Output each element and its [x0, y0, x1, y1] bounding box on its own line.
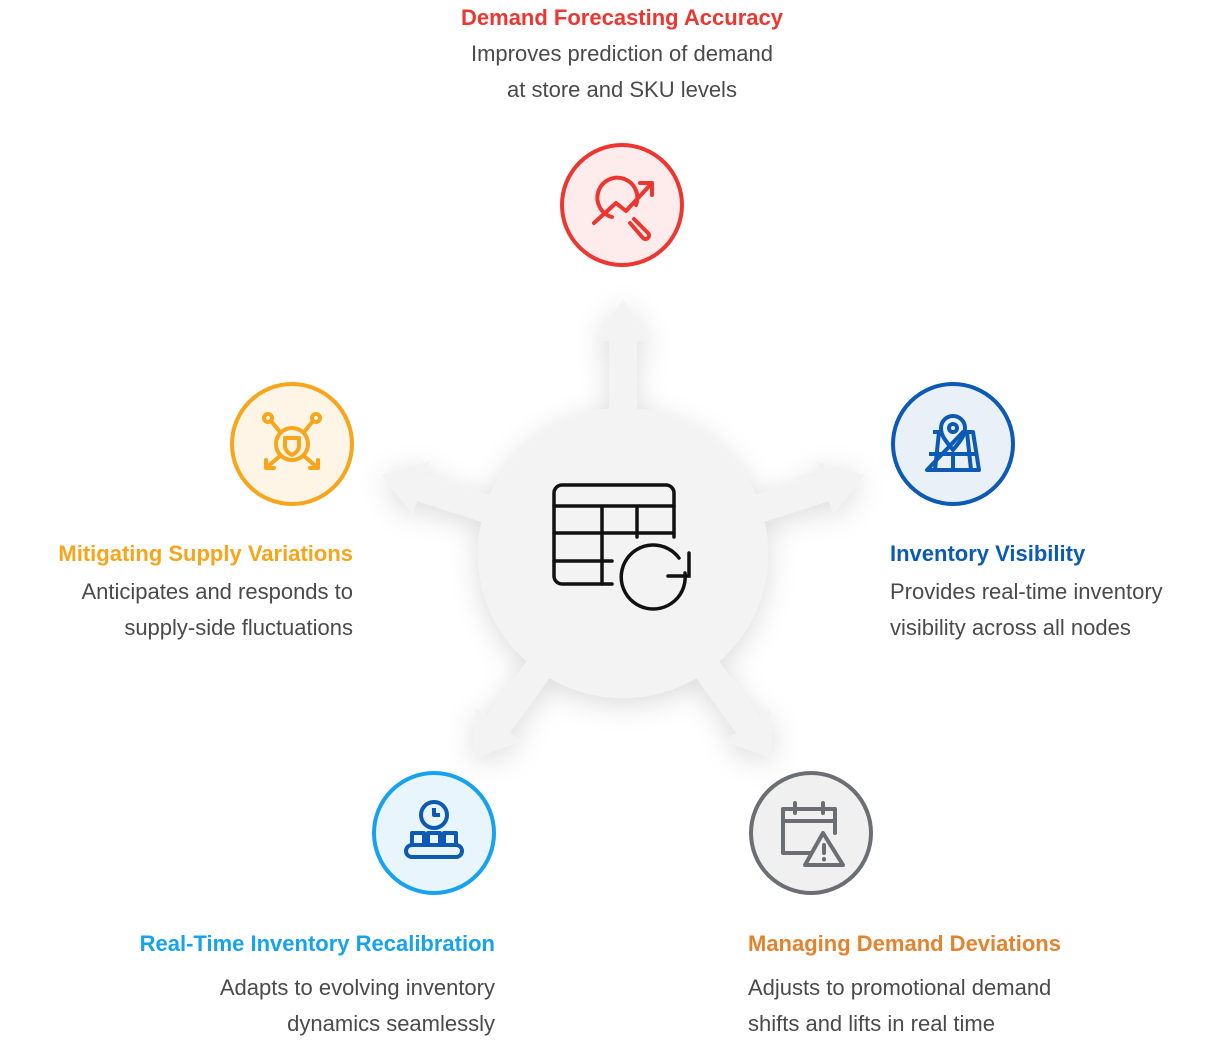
- conveyor-clock-icon: [404, 800, 464, 859]
- item-desc: Adjusts to promotional demand: [748, 975, 1052, 1000]
- item-title: Managing Demand Deviations: [748, 931, 1061, 956]
- node-inventory-recalibration: [372, 771, 496, 895]
- node-supply-variations: [230, 382, 354, 506]
- shield-network-icon: [262, 412, 322, 470]
- item-desc: Improves prediction of demand: [470, 41, 774, 66]
- item-desc: visibility across all nodes: [890, 615, 1131, 640]
- item-title: Mitigating Supply Variations: [58, 541, 353, 566]
- item-title: Inventory Visibility: [890, 541, 1086, 566]
- item-title: Demand Forecasting Accuracy: [461, 5, 783, 30]
- item-desc: at store and SKU levels: [507, 77, 737, 102]
- trend-search-icon: [592, 175, 654, 241]
- item-desc: Adapts to evolving inventory: [219, 975, 495, 1000]
- item-desc: shifts and lifts in real time: [748, 1011, 995, 1036]
- node-inventory-visibility: [891, 382, 1015, 506]
- node-demand-forecasting: [560, 143, 684, 267]
- item-title: Real-Time Inventory Recalibration: [139, 931, 495, 956]
- map-pin-icon: [925, 414, 981, 472]
- label-demand-deviations: Managing Demand Deviations Adjusts to pr…: [748, 930, 1061, 1042]
- calendar-warning-icon: [781, 801, 845, 867]
- label-inventory-recalibration: Real-Time Inventory Recalibration Adapts…: [140, 930, 495, 1042]
- item-desc: Provides real-time inventory: [890, 579, 1163, 604]
- item-desc: dynamics seamlessly: [287, 1011, 495, 1036]
- item-desc: Anticipates and responds to: [81, 579, 353, 604]
- label-inventory-visibility: Inventory Visibility Provides real-time …: [890, 540, 1163, 646]
- label-supply-variations: Mitigating Supply Variations Anticipates…: [58, 540, 353, 646]
- label-demand-forecasting: Demand Forecasting Accuracy Improves pre…: [372, 4, 872, 108]
- table-refresh-icon: [552, 483, 691, 611]
- center-circle: [478, 408, 768, 698]
- node-demand-deviations: [749, 771, 873, 895]
- item-desc: supply-side fluctuations: [124, 615, 353, 640]
